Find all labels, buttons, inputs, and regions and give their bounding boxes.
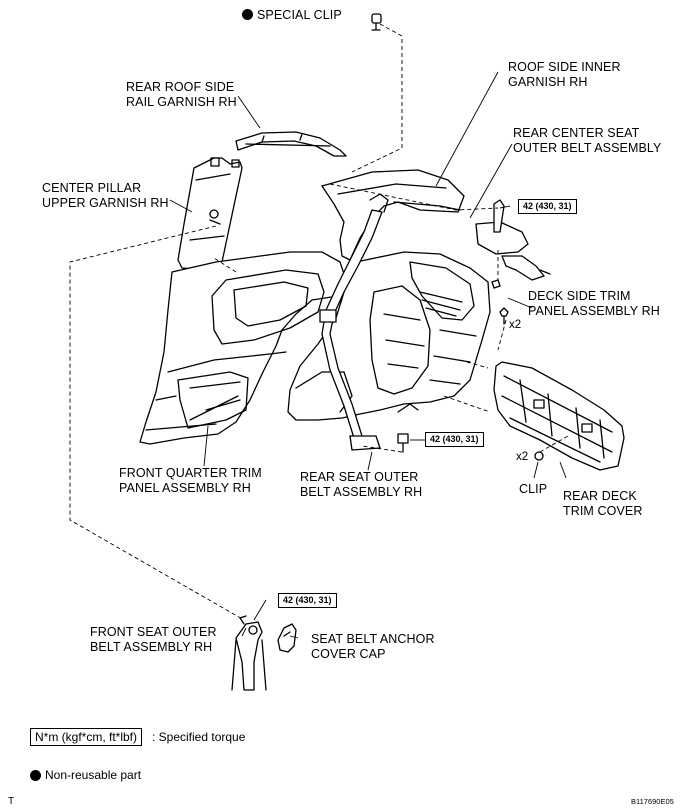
torque-front-seat: 42 (430, 31) xyxy=(278,593,337,608)
special-clip-part xyxy=(371,13,382,31)
roof-side-inner-garnish-part xyxy=(321,169,465,261)
rear-center-seat-label: REAR CENTER SEAT OUTER BELT ASSEMBLY xyxy=(513,126,662,155)
torque-unit-box: N*m (kgf*cm, ft*lbf) xyxy=(30,728,143,746)
front-seat-outer-label: FRONT SEAT OUTER BELT ASSEMBLY RH xyxy=(90,625,217,654)
rear-seat-bolt-part xyxy=(397,433,409,453)
clip-part xyxy=(534,451,544,461)
rear-seat-outer-belt-part xyxy=(319,193,389,451)
torque-rear-center: 42 (430, 31) xyxy=(518,199,577,214)
rear-deck-trim-cover-part xyxy=(493,361,625,471)
deck-screw-count: x2 xyxy=(509,319,522,331)
rear-roof-side-rail-garnish-part xyxy=(235,131,347,157)
torque-unit-description: : Specified torque xyxy=(152,730,246,744)
center-pillar-upper-garnish-part xyxy=(177,157,243,271)
rear-deck-label: REAR DECK TRIM COVER xyxy=(563,489,643,518)
non-reusable-mark xyxy=(242,9,253,20)
deck-side-screw-part xyxy=(491,279,501,289)
non-reusable-legend-mark xyxy=(30,770,41,781)
rear-roof-side-label: REAR ROOF SIDE RAIL GARNISH RH xyxy=(126,80,237,109)
rear-seat-outer-label: REAR SEAT OUTER BELT ASSEMBLY RH xyxy=(300,470,423,499)
figure-code: B117690E05 xyxy=(631,797,674,806)
special-clip-label: SPECIAL CLIP xyxy=(257,8,342,22)
corner-mark: T xyxy=(8,796,15,807)
deck-side-trim-label: DECK SIDE TRIM PANEL ASSEMBLY RH xyxy=(528,289,660,318)
clip-label: CLIP xyxy=(519,482,548,496)
non-reusable-legend-text: Non-reusable part xyxy=(45,768,142,782)
clip-count: x2 xyxy=(516,451,529,463)
front-quarter-trim-panel-part xyxy=(139,251,347,445)
deck-screw-part xyxy=(499,307,509,325)
front-seat-outer-belt-part xyxy=(231,615,267,691)
anchor-cap-label: SEAT BELT ANCHOR COVER CAP xyxy=(311,632,435,661)
roof-side-inner-label: ROOF SIDE INNER GARNISH RH xyxy=(508,60,621,89)
anchor-cover-cap-part xyxy=(277,623,297,653)
rear-center-seat-belt-part xyxy=(475,199,551,281)
center-pillar-label: CENTER PILLAR UPPER GARNISH RH xyxy=(42,181,169,210)
front-quarter-label: FRONT QUARTER TRIM PANEL ASSEMBLY RH xyxy=(119,466,262,495)
torque-rear-seat: 42 (430, 31) xyxy=(425,432,484,447)
